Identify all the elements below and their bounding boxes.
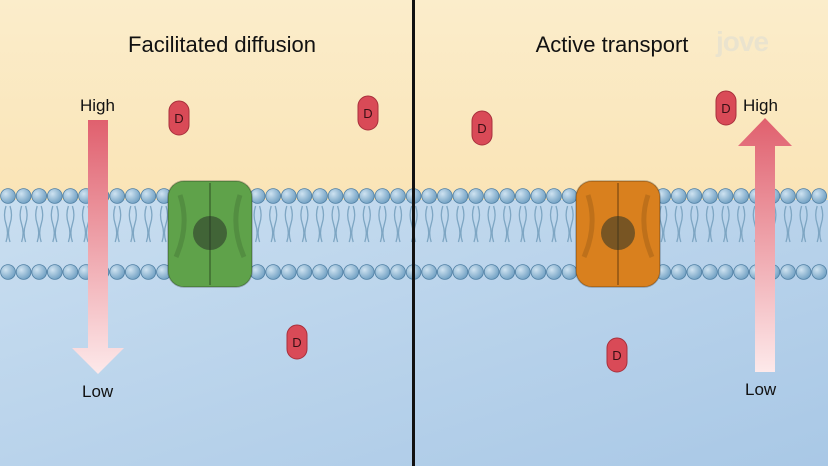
left-carrier-protein	[167, 180, 253, 288]
lipid-head	[296, 188, 313, 204]
drug-molecule: D	[606, 337, 628, 373]
panel-divider	[412, 0, 415, 466]
lipid-head	[483, 188, 500, 204]
lipid-head	[140, 188, 157, 204]
lipid-head	[280, 264, 297, 280]
right-low-label: Low	[745, 380, 777, 399]
left-panel-title: Facilitated diffusion	[128, 32, 316, 57]
lipid-head	[499, 188, 516, 204]
lipid-head	[530, 188, 547, 204]
lipid-head	[468, 264, 484, 280]
molecule-label: D	[721, 101, 730, 116]
lipid-head	[499, 264, 516, 280]
lipid-head	[421, 264, 438, 280]
left-low-label: Low	[82, 382, 114, 401]
lipid-head	[686, 188, 703, 204]
lipid-head	[452, 264, 469, 280]
drug-molecule: D	[168, 100, 190, 136]
lipid-head	[811, 188, 827, 204]
lipid-head	[296, 264, 313, 280]
right-panel-title: Active transport	[535, 32, 689, 57]
right-high-label: High	[743, 96, 778, 115]
right-carrier-protein	[575, 180, 661, 288]
lipid-head	[140, 264, 157, 280]
lipid-head	[15, 264, 32, 280]
lipid-head	[46, 264, 63, 280]
lipid-head	[780, 188, 796, 204]
lipid-head	[436, 188, 453, 204]
lipid-head	[421, 188, 438, 204]
molecule-label: D	[363, 106, 372, 121]
molecule-label: D	[174, 111, 183, 126]
lipid-head	[390, 188, 406, 204]
lipid-head	[795, 188, 812, 204]
lipid-head	[483, 264, 500, 280]
drug-molecule: D	[286, 324, 308, 360]
concentration-arrow-up	[738, 118, 792, 372]
lipid-head	[31, 188, 48, 204]
lipid-head	[343, 188, 360, 204]
lipid-head	[561, 264, 578, 280]
lipid-head	[265, 264, 282, 280]
lipid-head	[0, 188, 16, 204]
lipid-head	[468, 188, 484, 204]
lipid-head	[530, 264, 547, 280]
lipid-head	[312, 264, 328, 280]
lipid-head	[109, 264, 125, 280]
lipid-head	[374, 264, 391, 280]
lipid-head	[717, 264, 734, 280]
drug-molecule: D	[471, 110, 493, 146]
molecule-label: D	[612, 348, 621, 363]
lipid-head	[358, 188, 375, 204]
binding-site	[601, 216, 635, 250]
lipid-head	[62, 188, 79, 204]
lipid-head	[280, 188, 297, 204]
jove-logo: jove	[716, 26, 769, 57]
lipid-head	[702, 188, 718, 204]
lipid-head	[717, 188, 734, 204]
lipid-head	[561, 188, 578, 204]
lipid-head	[514, 188, 531, 204]
molecule-label: D	[292, 335, 301, 350]
lipid-head	[327, 264, 344, 280]
lipid-head	[358, 264, 375, 280]
lipid-head	[795, 264, 812, 280]
lipid-head	[46, 188, 63, 204]
lipid-head	[546, 188, 562, 204]
lipid-head	[327, 188, 344, 204]
lipid-head	[670, 188, 687, 204]
lipid-head	[0, 264, 16, 280]
lipid-head	[733, 188, 749, 204]
lipid-head	[312, 188, 328, 204]
lipid-head	[546, 264, 562, 280]
lipid-head	[374, 188, 391, 204]
lipid-head	[452, 188, 469, 204]
drug-molecule: D	[357, 95, 379, 131]
lipid-head	[125, 264, 141, 280]
drug-molecule: D	[715, 90, 737, 126]
lipid-head	[686, 264, 703, 280]
lipid-head	[733, 264, 749, 280]
left-high-label: High	[80, 96, 115, 115]
binding-site	[193, 216, 227, 250]
lipid-head	[670, 264, 687, 280]
lipid-head	[811, 264, 827, 280]
lipid-head	[31, 264, 48, 280]
lipid-head	[109, 188, 125, 204]
lipid-head	[62, 264, 79, 280]
lipid-head	[702, 264, 718, 280]
lipid-head	[343, 264, 360, 280]
lipid-head	[436, 264, 453, 280]
lipid-head	[265, 188, 282, 204]
molecule-label: D	[477, 121, 486, 136]
lipid-head	[125, 188, 141, 204]
concentration-arrow-down	[72, 120, 124, 374]
lipid-head	[15, 188, 32, 204]
lipid-head	[514, 264, 531, 280]
lipid-head	[780, 264, 796, 280]
lipid-head	[390, 264, 406, 280]
